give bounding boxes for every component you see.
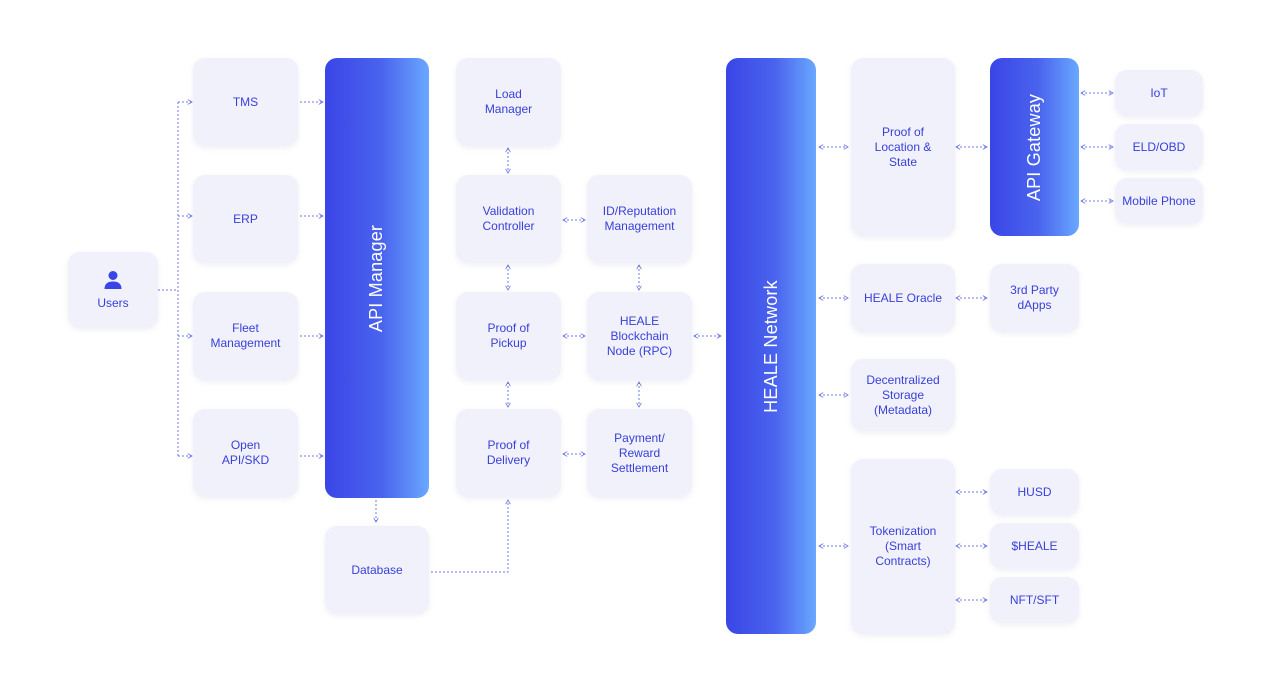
tms-node[interactable]: TMS — [193, 58, 298, 146]
heale-network-bar[interactable]: HEALE Network — [726, 58, 816, 634]
eld-obd-node[interactable]: ELD/OBD — [1115, 124, 1203, 170]
erp-node[interactable]: ERP — [193, 175, 298, 263]
api-gateway-bar[interactable]: API Gateway — [990, 58, 1079, 236]
proof-of-pickup-node[interactable]: Proof of Pickup — [456, 292, 561, 380]
api-gateway-label: API Gateway — [1024, 93, 1044, 201]
fleet-management-node[interactable]: Fleet Management — [193, 292, 298, 380]
connector-database-delivery — [431, 499, 511, 573]
third-party-dapps-node[interactable]: 3rd Party dApps — [990, 264, 1079, 332]
iot-node[interactable]: IoT — [1115, 70, 1203, 116]
payment-settlement-node[interactable]: Payment/ Reward Settlement — [587, 409, 692, 497]
proof-of-location-node[interactable]: Proof of Location & State — [851, 58, 955, 236]
sheale-node[interactable]: $HEALE — [990, 523, 1079, 569]
api-manager-label: API Manager — [366, 224, 387, 332]
nft-sft-node[interactable]: NFT/SFT — [990, 577, 1079, 623]
tokenization-node[interactable]: Tokenization (Smart Contracts) — [851, 459, 955, 634]
proof-of-delivery-node[interactable]: Proof of Delivery — [456, 409, 561, 497]
heale-oracle-node[interactable]: HEALE Oracle — [851, 264, 955, 332]
api-manager-bar[interactable]: API Manager — [325, 58, 429, 498]
id-reputation-node[interactable]: ID/Reputation Management — [587, 175, 692, 263]
users-node[interactable]: Users — [68, 252, 158, 328]
users-label: Users — [97, 295, 129, 310]
mobile-phone-node[interactable]: Mobile Phone — [1115, 178, 1203, 224]
heale-network-label: HEALE Network — [760, 279, 781, 413]
validation-controller-node[interactable]: Validation Controller — [456, 175, 561, 263]
heale-blockchain-node[interactable]: HEALE Blockchain Node (RPC) — [587, 292, 692, 380]
database-node[interactable]: Database — [325, 526, 429, 614]
user-icon — [104, 270, 122, 289]
husd-node[interactable]: HUSD — [990, 469, 1079, 515]
load-manager-node[interactable]: Load Manager — [456, 58, 561, 146]
decentralized-storage-node[interactable]: Decentralized Storage (Metadata) — [851, 359, 955, 431]
open-api-node[interactable]: Open API/SKD — [193, 409, 298, 497]
